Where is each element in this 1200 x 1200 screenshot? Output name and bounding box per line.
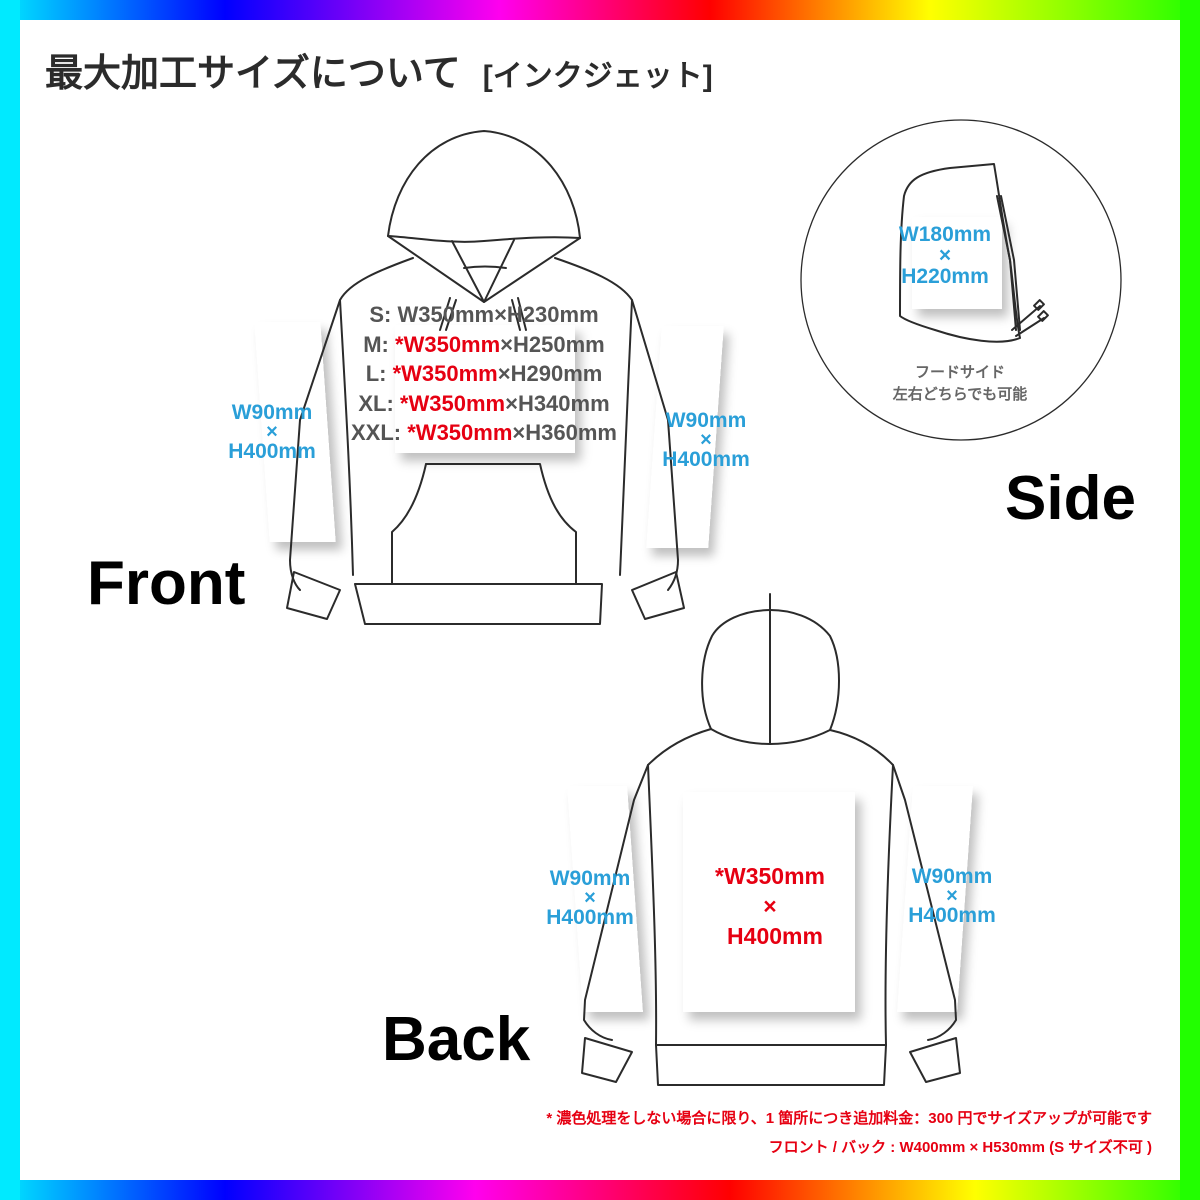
title-method: [インクジェット] (482, 60, 713, 93)
size-row-s: S: W350mm×H230mm (369, 302, 599, 327)
side-hood-icon (800, 119, 1122, 441)
back-view-label: Back (382, 1005, 531, 1074)
front-size-table: S: W350mm×H230mm M: *W350mm×H250mm L: *W… (326, 300, 642, 448)
front-right-sleeve-size: W90mm × H400mm (662, 409, 750, 471)
rainbow-frame-top (0, 0, 1200, 20)
back-center-area (683, 792, 855, 1012)
side-view-label: Side (1005, 464, 1136, 533)
back-hoodie-icon (581, 593, 961, 1086)
back-left-sleeve-size: W90mm × H400mm (546, 867, 634, 929)
upsize-footnote-line2: フロント / バック : W400mm × H530mm (S サイズ不可 ) (768, 1139, 1152, 1156)
front-left-sleeve-size: W90mm × H400mm (228, 401, 316, 463)
side-hood-size: W180mm × H220mm (898, 223, 992, 288)
front-hoodie-icon (286, 130, 685, 625)
rainbow-frame-right (1180, 0, 1200, 1200)
size-row-xl: XL: *W350mm×H340mm (358, 390, 610, 416)
front-chest-area (395, 325, 575, 453)
side-note: フードサイド 左右どちらでも可能 (892, 364, 1028, 403)
upsize-footnote-line1: * 濃色処理をしない場合に限り、1 箇所につき追加料金：300 円でサイズアップ… (546, 1110, 1152, 1127)
title-main: 最大加工サイズについて (45, 53, 461, 95)
size-row-xxl: XXL: *W350mm×H360mm (351, 420, 617, 445)
back-center-size: *W350mm × H400mm (715, 863, 825, 949)
rainbow-frame-bottom (0, 1180, 1200, 1200)
size-row-m: M: *W350mm×H250mm (363, 331, 605, 357)
page-title: 最大加工サイズについて [インクジェット] (45, 42, 713, 97)
back-right-sleeve-size: W90mm × H400mm (908, 865, 996, 927)
side-hood-area (912, 217, 1002, 309)
front-view-label: Front (87, 549, 246, 618)
size-row-l: L: *W350mm×H290mm (365, 361, 603, 386)
rainbow-frame-left (0, 0, 20, 1200)
